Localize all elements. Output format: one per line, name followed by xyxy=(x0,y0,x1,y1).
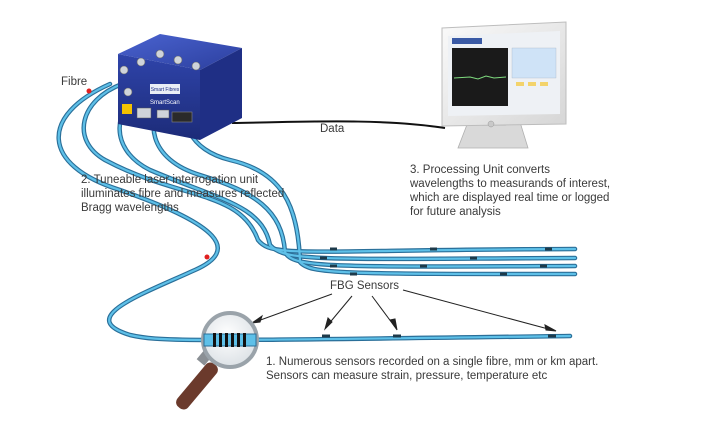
connector-ports xyxy=(119,49,201,97)
data-cable xyxy=(231,120,446,129)
fbg-sensor-marks-main xyxy=(322,334,556,338)
step2-text: 2. Tuneable laser interrogation unit ill… xyxy=(81,174,285,214)
fibre-label: Fibre xyxy=(61,76,88,88)
fibre-splice-dot-2 xyxy=(204,254,210,260)
data-label: Data xyxy=(320,123,345,135)
interrogation-unit: Smart Fibres SmartScan xyxy=(118,34,242,140)
fibre-bundle xyxy=(56,81,578,343)
fbg-sensor-2 xyxy=(393,334,401,338)
device-brand-line1: Smart Fibres xyxy=(151,87,180,93)
magnifying-glass-icon xyxy=(176,311,259,410)
step1-text: 1. Numerous sensors recorded on a single… xyxy=(266,356,599,382)
fibre-line-2 xyxy=(118,82,577,260)
step3-text: 3. Processing Unit converts wavelengths … xyxy=(410,164,611,218)
processing-monitor xyxy=(441,21,567,149)
fibre-line-4 xyxy=(185,90,577,276)
fbg-sensor-3 xyxy=(548,334,556,338)
fbg-pointer-lines xyxy=(251,289,557,332)
fbg-sensor-1 xyxy=(322,334,330,338)
monitor-power-icon xyxy=(487,120,495,128)
device-brand-line2: SmartScan xyxy=(150,100,180,106)
fibre-line-3 xyxy=(152,86,577,268)
fibre-splice-dot-1 xyxy=(86,88,92,94)
fbg-sensors-label: FBG Sensors xyxy=(330,280,400,292)
fbg-sensor-marks-upper xyxy=(320,247,552,276)
fibre-line-1 xyxy=(82,82,577,253)
